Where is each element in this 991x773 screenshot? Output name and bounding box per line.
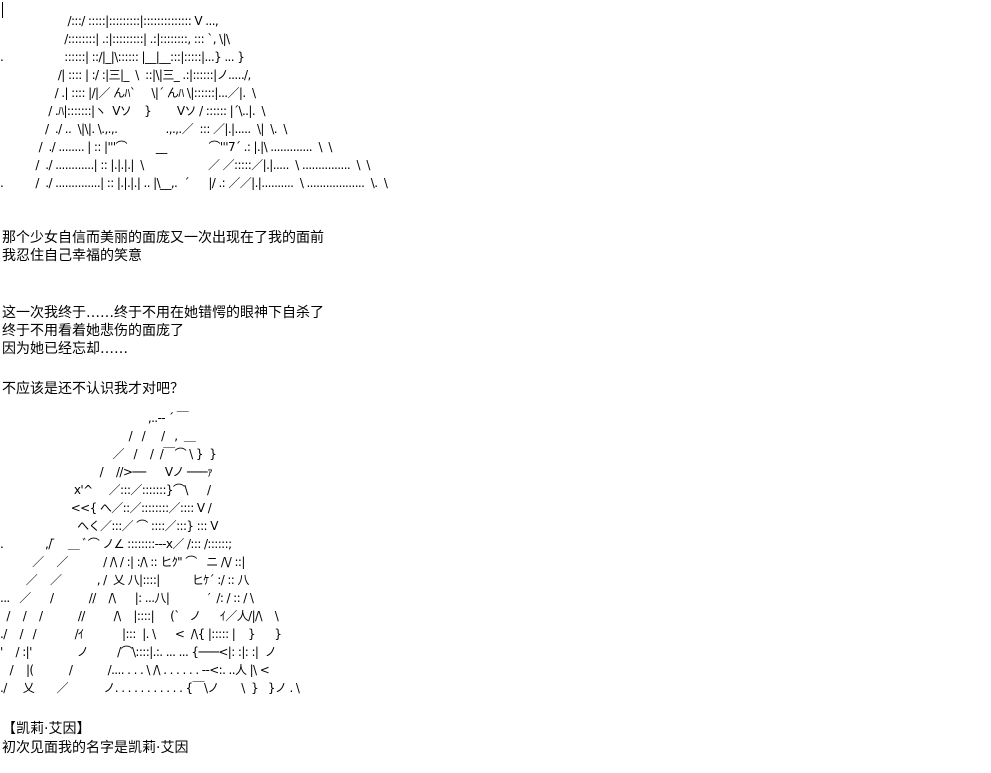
narration-line-5: 因为她已经忘却…… xyxy=(2,341,128,357)
narration-line-3: 这一次我终于……终于不用在她错愕的眼神下自杀了 xyxy=(2,305,324,321)
narration-line-6: 不应该是还不认识我才对吧？ xyxy=(2,381,184,397)
dialogue-line: 初次见面我的名字是凯莉·艾因 xyxy=(2,740,189,756)
text-cursor xyxy=(2,2,3,18)
ascii-art-character-figure: ,..-‐ ´ ￣ / / / , ＿ ／ / / /￣⌒ \ } } / //… xyxy=(0,411,300,695)
ascii-art-girl-face: /:::/ :::::|:::::::::|:::::::::::::: V .… xyxy=(0,14,388,190)
speaker-name-label: 【凯莉·艾因】 xyxy=(2,721,91,737)
narration-line-4: 终于不用看着她悲伤的面庞了 xyxy=(2,323,184,339)
narration-line-2: 我忍住自己幸福的笑意 xyxy=(2,248,142,264)
narration-line-1: 那个少女自信而美丽的面庞又一次出现在了我的面前 xyxy=(2,230,324,246)
